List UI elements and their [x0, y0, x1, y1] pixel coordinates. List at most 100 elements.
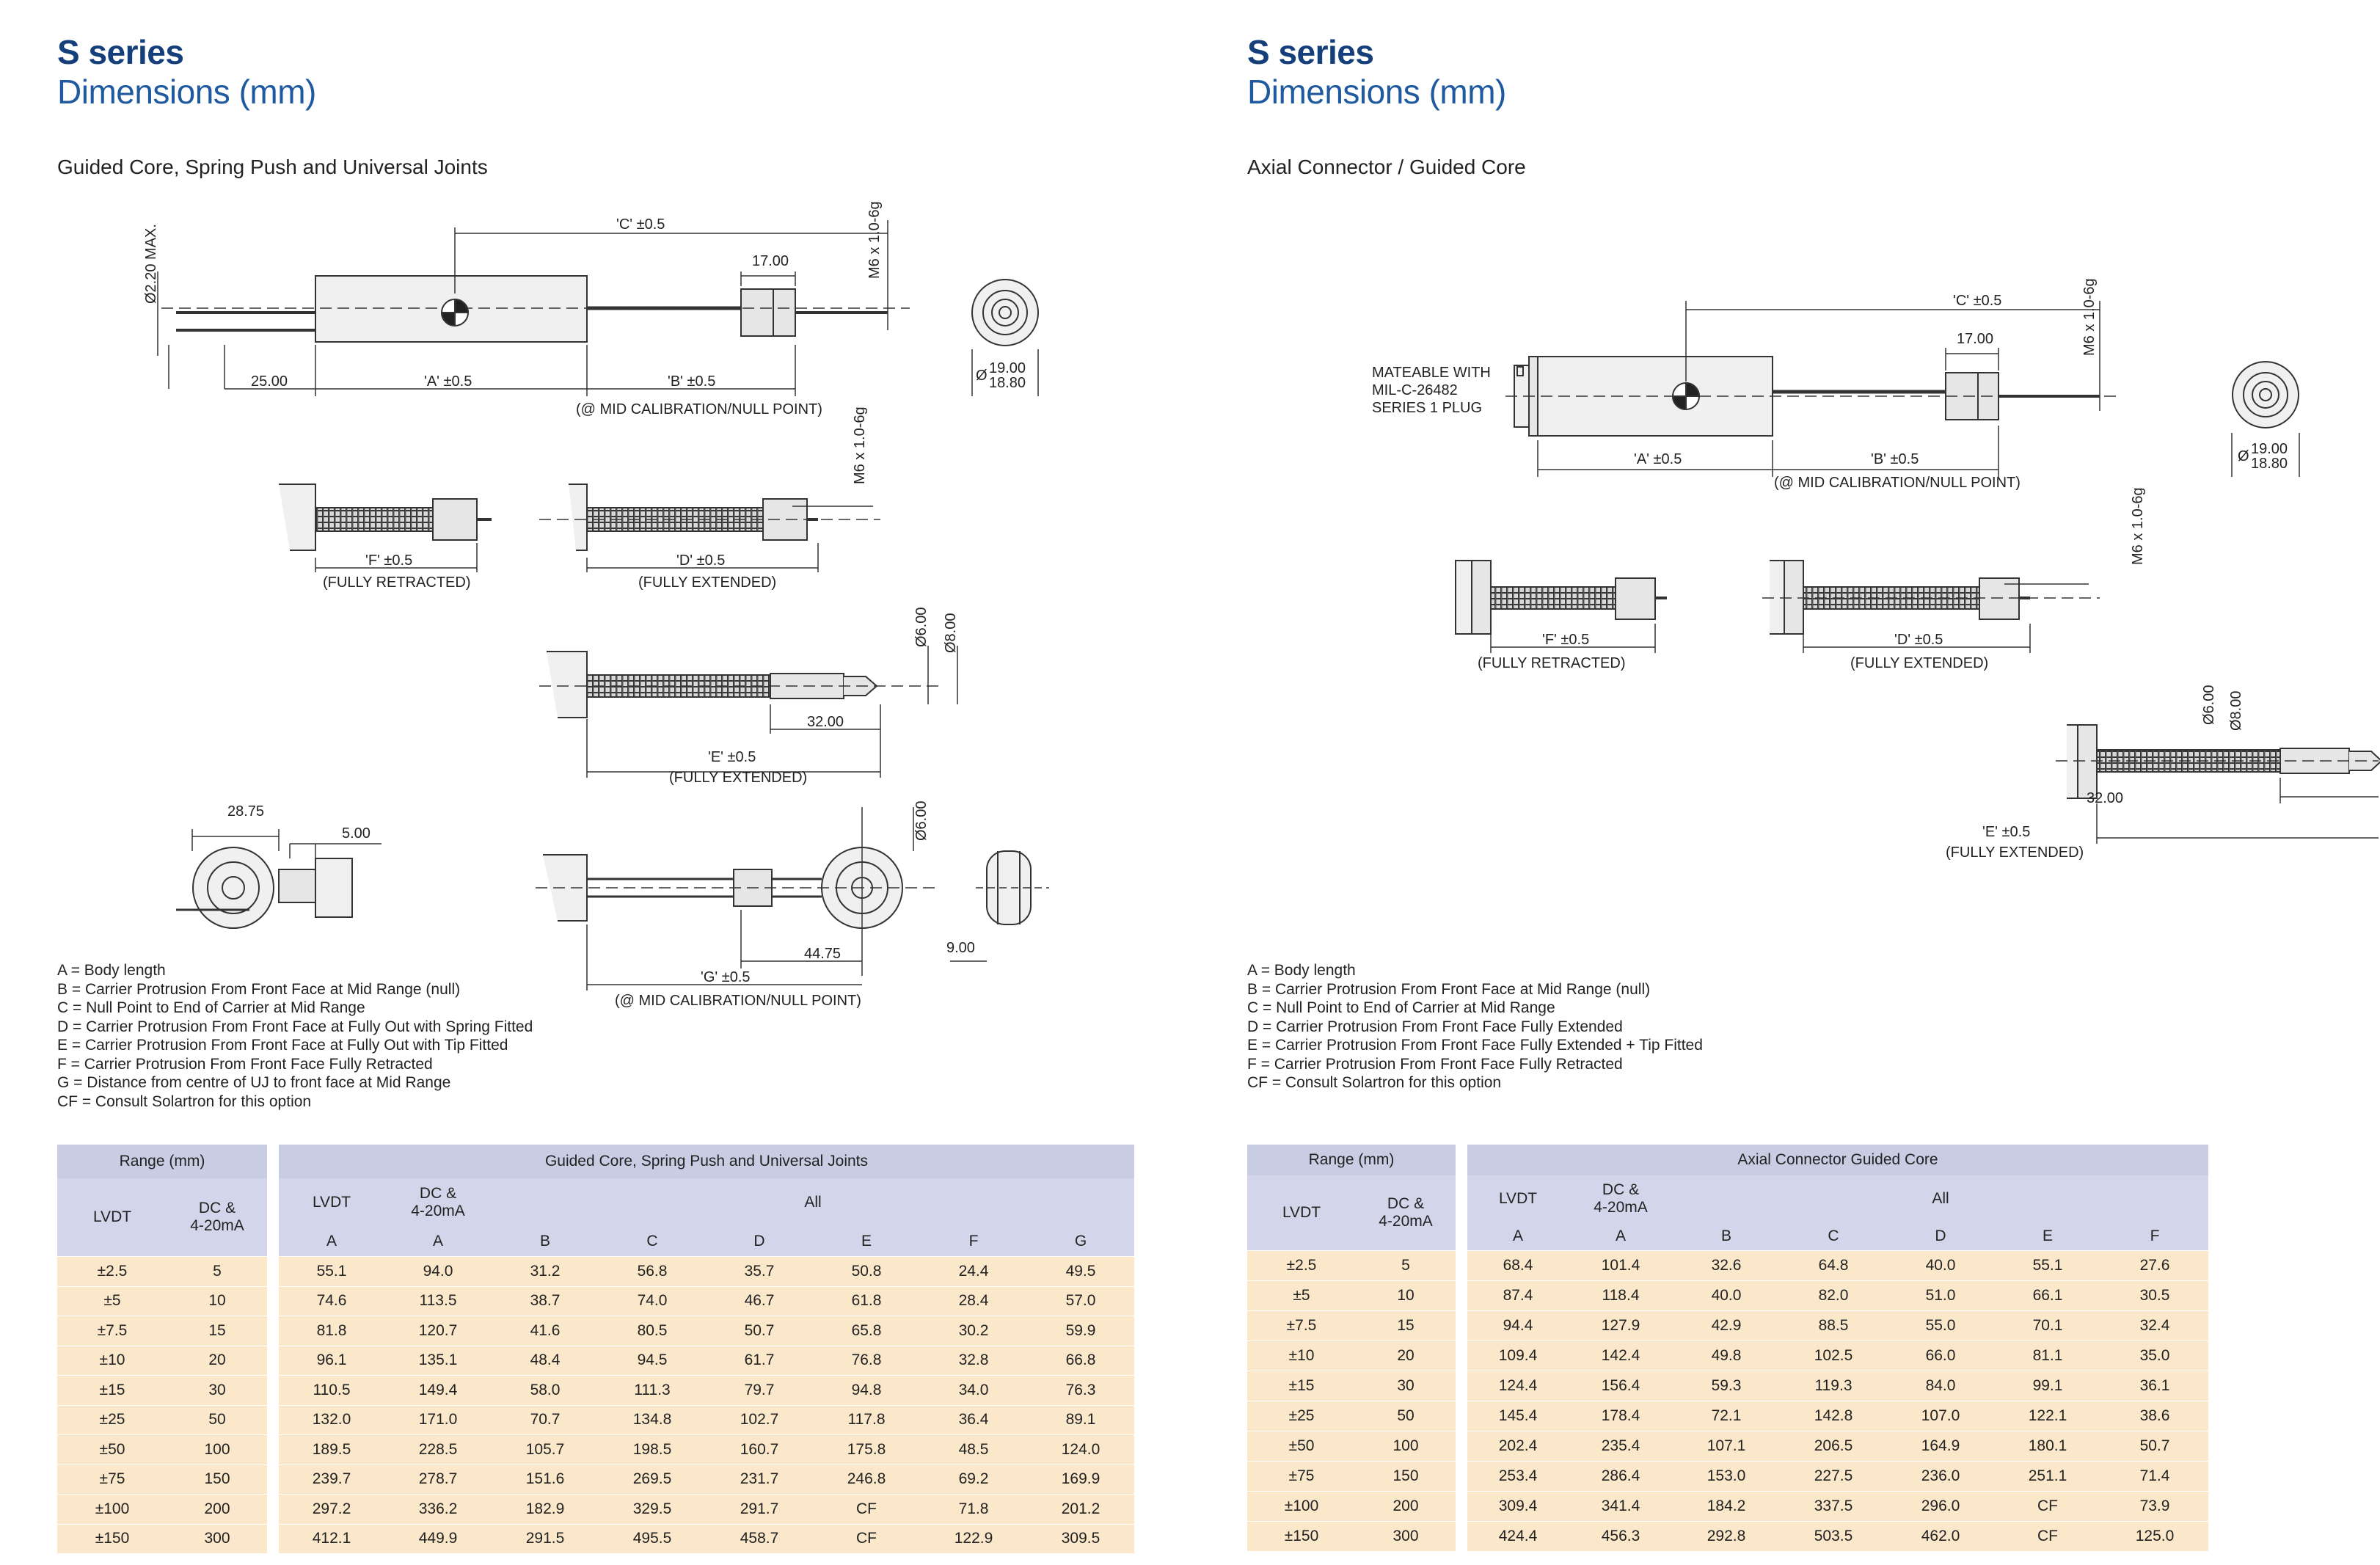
table-cell: 65.8 [813, 1316, 920, 1346]
table-cell: 503.5 [1780, 1521, 1887, 1551]
group-header: Guided Core, Spring Push and Universal J… [279, 1145, 1134, 1178]
table-cell: 178.4 [1569, 1401, 1673, 1431]
mid-calibration-note: (@ MID CALIBRATION/NULL POINT) [576, 401, 822, 417]
table-cell: 142.8 [1780, 1401, 1887, 1431]
table-cell: 32.8 [920, 1345, 1027, 1375]
dim-dia-18: 18.80 [989, 375, 1026, 391]
dim-2875: 28.75 [227, 803, 264, 820]
table-cell: 38.7 [492, 1285, 599, 1316]
dim-m6-spring: M6 x 1.0-6g [852, 406, 868, 484]
table-cell: 164.9 [1887, 1431, 1994, 1461]
table-cell: 48.4 [492, 1345, 599, 1375]
table-cell: 198.5 [599, 1434, 706, 1464]
dim-e: 'E' ±0.5 [708, 749, 756, 765]
dim-dia-6: Ø6.00 [913, 608, 930, 647]
column-gap [1456, 1491, 1467, 1521]
column-gap [1456, 1461, 1467, 1491]
table-cell: ±50 [57, 1434, 167, 1464]
table-cell: 239.7 [279, 1464, 384, 1494]
column-letter: C [1780, 1222, 1887, 1250]
table-cell: 38.6 [2101, 1401, 2208, 1431]
column-gap [267, 1285, 279, 1316]
column-letter: D [706, 1227, 813, 1256]
lvdt-header: LVDT [1247, 1175, 1356, 1250]
dim-4475: 44.75 [804, 946, 841, 962]
table-cell: 73.9 [2101, 1491, 2208, 1521]
dim-g: 'G' ±0.5 [701, 969, 751, 985]
all-header: All [492, 1178, 1134, 1227]
table-cell: ±7.5 [57, 1316, 167, 1346]
table-cell: 113.5 [384, 1285, 492, 1316]
column-gap [267, 1256, 279, 1286]
table-cell: 71.4 [2101, 1461, 2208, 1491]
table-cell: 74.6 [279, 1285, 384, 1316]
table-cell: ±7.5 [1247, 1310, 1356, 1340]
dimension-lines [157, 220, 1039, 396]
table-cell: 124.0 [1027, 1434, 1134, 1464]
column-gap [267, 1316, 279, 1346]
column-gap [267, 1404, 279, 1434]
dim-17: 17.00 [752, 253, 789, 269]
legend-item: C = Null Point to End of Carrier at Mid … [57, 999, 365, 1016]
column-gap [1456, 1250, 1467, 1280]
legend-item: CF = Consult Solartron for this option [57, 1092, 312, 1110]
table-cell: 42.9 [1673, 1310, 1780, 1340]
lvdt-body-drawing [161, 275, 1039, 346]
g-joint-drawing [536, 807, 1049, 991]
table-cell: 253.4 [1467, 1461, 1569, 1491]
table-cell: 300 [167, 1523, 267, 1553]
table-cell: 50.8 [813, 1256, 920, 1286]
table-cell: 41.6 [492, 1316, 599, 1346]
table-cell: 202.4 [1467, 1431, 1569, 1461]
column-gap [267, 1523, 279, 1553]
table-cell: 35.7 [706, 1256, 813, 1286]
table-cell: 329.5 [599, 1494, 706, 1524]
column-letter: E [1994, 1222, 2101, 1250]
table-cell: 99.1 [1994, 1371, 2101, 1401]
dim-dia-symbol: Ø [2238, 448, 2249, 464]
range-header: Range (mm) [57, 1145, 267, 1178]
table-cell: 72.1 [1673, 1401, 1780, 1431]
dim-f: 'F' ±0.5 [1542, 632, 1589, 648]
column-gap [1456, 1431, 1467, 1461]
table-cell: 227.5 [1780, 1461, 1887, 1491]
table-cell: 50.7 [2101, 1431, 2208, 1461]
table-cell: ±5 [1247, 1280, 1356, 1310]
table-cell: 269.5 [599, 1464, 706, 1494]
dimension-drawing: 'C' ±0.5 17.00 M6 x 1.0-6g Ø2.20 MAX. 25… [143, 201, 1049, 1009]
table-cell: 55.0 [1887, 1310, 1994, 1340]
table-cell: 84.0 [1887, 1371, 1994, 1401]
table-cell: 107.1 [1673, 1431, 1780, 1461]
table-cell: 201.2 [1027, 1494, 1134, 1524]
table-cell: ±150 [1247, 1521, 1356, 1551]
table-cell: 189.5 [279, 1434, 384, 1464]
mil-spec-note: MIL-C-26482 [1372, 382, 1458, 398]
dim-a: 'A' ±0.5 [1634, 451, 1682, 467]
table-cell: 292.8 [1673, 1521, 1780, 1551]
dimensions-table: Range (mm) Axial Connector Guided Core L… [1247, 1145, 2208, 1551]
table-cell: 76.3 [1027, 1375, 1134, 1405]
table-cell: 20 [167, 1345, 267, 1375]
table-cell: ±10 [1247, 1340, 1356, 1371]
spring-extended-drawing [539, 484, 880, 572]
mid-calibration-note: (@ MID CALIBRATION/NULL POINT) [1774, 475, 2021, 491]
legend-item: A = Body length [57, 962, 166, 979]
spring-retracted-drawing [1455, 560, 1667, 653]
fully-extended-note: (FULLY EXTENDED) [638, 574, 776, 591]
table-cell: 15 [1356, 1310, 1456, 1340]
dc-header: DC &4-20mA [167, 1178, 267, 1256]
table-cell: ±75 [57, 1464, 167, 1494]
dim-dia-19: 19.00 [989, 360, 1026, 376]
legend-item: D = Carrier Protrusion From Front Face a… [57, 1018, 533, 1035]
dim-dia-8: Ø8.00 [2228, 691, 2244, 731]
table-cell: 88.5 [1780, 1310, 1887, 1340]
table-cell: 182.9 [492, 1494, 599, 1524]
table-cell: 169.9 [1027, 1464, 1134, 1494]
column-letter: E [813, 1227, 920, 1256]
legend-item: E = Carrier Protrusion From Front Face F… [1247, 1037, 1703, 1054]
legend-item: B = Carrier Protrusion From Front Face a… [1247, 980, 1651, 998]
